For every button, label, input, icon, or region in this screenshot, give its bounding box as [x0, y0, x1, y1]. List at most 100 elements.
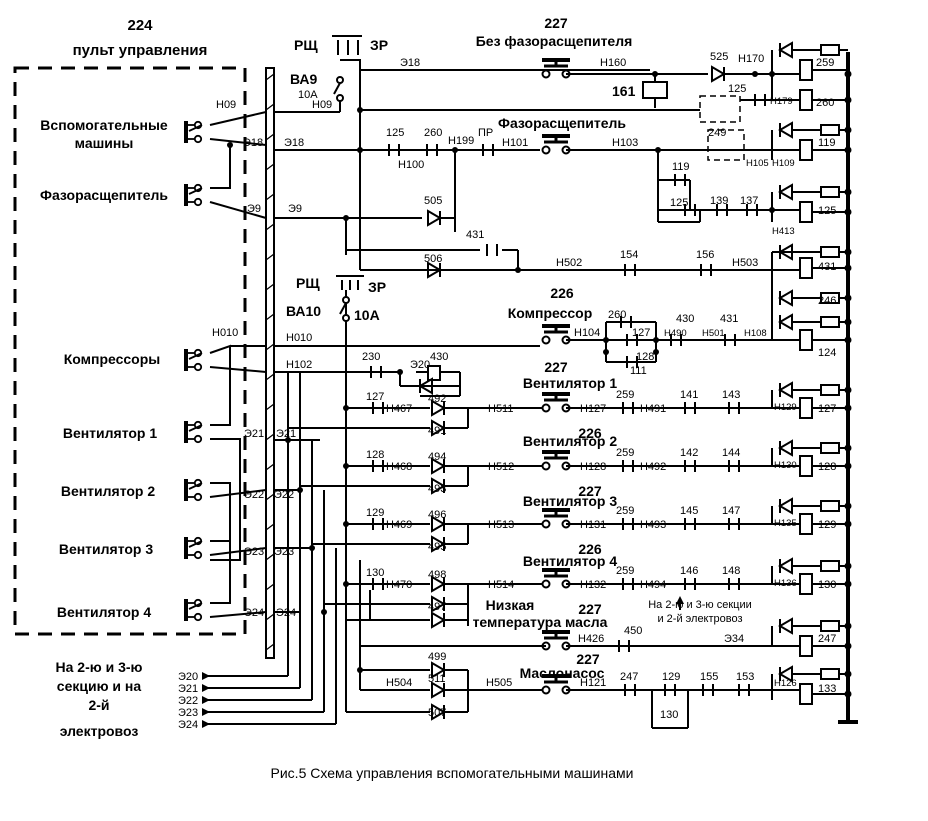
wire-label: Н127 [580, 403, 606, 415]
control-panel-frame [13, 66, 247, 636]
breaker-label: ВА9 [290, 71, 318, 87]
relay-label: 133 [818, 683, 836, 695]
relay-label: 247 [818, 633, 836, 645]
wire-label: Н501 [702, 328, 725, 339]
wire-label: Н160 [600, 57, 626, 69]
wire-label: 119 [672, 161, 690, 173]
relay-label: 124 [818, 347, 836, 359]
relay-label: 130 [818, 579, 836, 591]
row-number: 226 [578, 541, 602, 557]
row-title-phase-splitter: Фазорасщепитель [498, 115, 626, 131]
wire-label: Н502 [556, 257, 582, 269]
wire-label: Н131 [580, 519, 606, 531]
row-title-compressor: Компрессор [508, 305, 593, 321]
wire-label: 260 [608, 309, 626, 321]
wire-label: 498 [428, 569, 446, 581]
wire-label: Н503 [732, 257, 758, 269]
wire-label: 499 [428, 651, 446, 663]
wire-label: 156 [696, 249, 714, 261]
wire-label: Н490 [664, 328, 687, 339]
breaker-label: ВА10 [286, 303, 321, 319]
wire-label: Э21 [244, 428, 264, 440]
wire-label: 130 [660, 709, 678, 721]
wire-label: 247 [620, 671, 638, 683]
wire-label: Э23 [244, 546, 264, 558]
remote-note: На 2-ю и 3-ю секции [648, 599, 752, 611]
wire-label: 147 [722, 505, 740, 517]
figure-caption: Рис.5 Схема управления вспомогательными … [271, 765, 634, 781]
wire-label: Н101 [502, 137, 528, 149]
wire-label: 137 [740, 195, 758, 207]
wire-label: Э34 [724, 633, 744, 645]
wire-label: Н468 [386, 461, 412, 473]
wire-label: Н126 [774, 678, 797, 689]
wire-label: Н121 [580, 677, 606, 689]
wire-label: 249 [708, 127, 726, 139]
component-label: 161 [612, 83, 636, 99]
bus-output-label: Э21 [178, 683, 198, 695]
wire-label: 431 [466, 229, 484, 241]
section-label-aux: Вспомогательные [40, 117, 168, 133]
remote-section-label: секцию и на [57, 678, 142, 694]
wire-label: 148 [722, 565, 740, 577]
row-title-low-oil-temp: Низкая [486, 597, 535, 613]
wire-label: Н135 [774, 518, 797, 529]
breaker-label: РЩ [296, 275, 320, 291]
wire-label: 450 [624, 625, 642, 637]
wire-label: Э18 [400, 57, 420, 69]
wire-label: Н413 [772, 226, 795, 237]
wire-label: 142 [680, 447, 698, 459]
wire-label: Э18 [243, 137, 263, 149]
wire-label: Н103 [612, 137, 638, 149]
wire-label: 129 [366, 507, 384, 519]
row-title-no-phase-splitter: Без фазорасщепителя [476, 33, 633, 49]
row-number: 227 [576, 651, 600, 667]
wire-label: 144 [722, 447, 740, 459]
bus-output-label: Э23 [178, 707, 198, 719]
wire-label: Н514 [488, 579, 514, 591]
relay-label: 259 [816, 57, 834, 69]
wire-label: Н505 [486, 677, 512, 689]
wire-label: Н102 [286, 359, 312, 371]
relay-label: 431 [818, 261, 836, 273]
wire-label: 259 [616, 505, 634, 517]
breaker-rating: 10А [354, 307, 380, 323]
wire-label: Н511 [488, 403, 513, 415]
wire-label: 506 [424, 253, 442, 265]
wire-label: 125 [670, 197, 688, 209]
wire-label: Э9 [288, 203, 302, 215]
wire-label: 128 [636, 351, 654, 363]
wire-label: Н104 [574, 327, 600, 339]
row-title-low-oil-temp: температура масла [473, 614, 608, 630]
wire-label: Н199 [448, 135, 474, 147]
wire-label: Э22 [244, 489, 264, 501]
wire-label: Н100 [398, 159, 424, 171]
breaker-label: ЗР [370, 37, 388, 53]
row-number: 227 [578, 601, 602, 617]
wire-label: Н010 [212, 327, 238, 339]
wire-label: Э23 [274, 546, 294, 558]
wire-label: 146 [680, 565, 698, 577]
section-label-compressors: Компрессоры [64, 351, 161, 367]
bus-output-label: Э20 [178, 671, 198, 683]
wire-label: Н493 [640, 519, 666, 531]
wire-label: 495 [428, 541, 446, 553]
wire-label: Н491 [640, 403, 666, 415]
relay-label: 260 [816, 97, 834, 109]
wire-label: Н513 [488, 519, 514, 531]
section-label-fan-2: Вентилятор 2 [61, 483, 156, 499]
wire-label: Э24 [244, 607, 264, 619]
wire-label: 125 [728, 83, 746, 95]
wire-label: Н130 [774, 460, 797, 471]
bus-output-label: Э24 [178, 719, 198, 731]
wire-label: 128 [366, 449, 384, 461]
relay-label: 127 [818, 403, 836, 415]
wire-label: Н09 [312, 99, 332, 111]
row-number: 226 [550, 285, 574, 301]
wire-label: Н426 [578, 633, 604, 645]
wire-label: Н492 [640, 461, 666, 473]
relay-label: 119 [818, 137, 836, 149]
bus-output-label: Э22 [178, 695, 198, 707]
wire-label: 505 [424, 195, 442, 207]
